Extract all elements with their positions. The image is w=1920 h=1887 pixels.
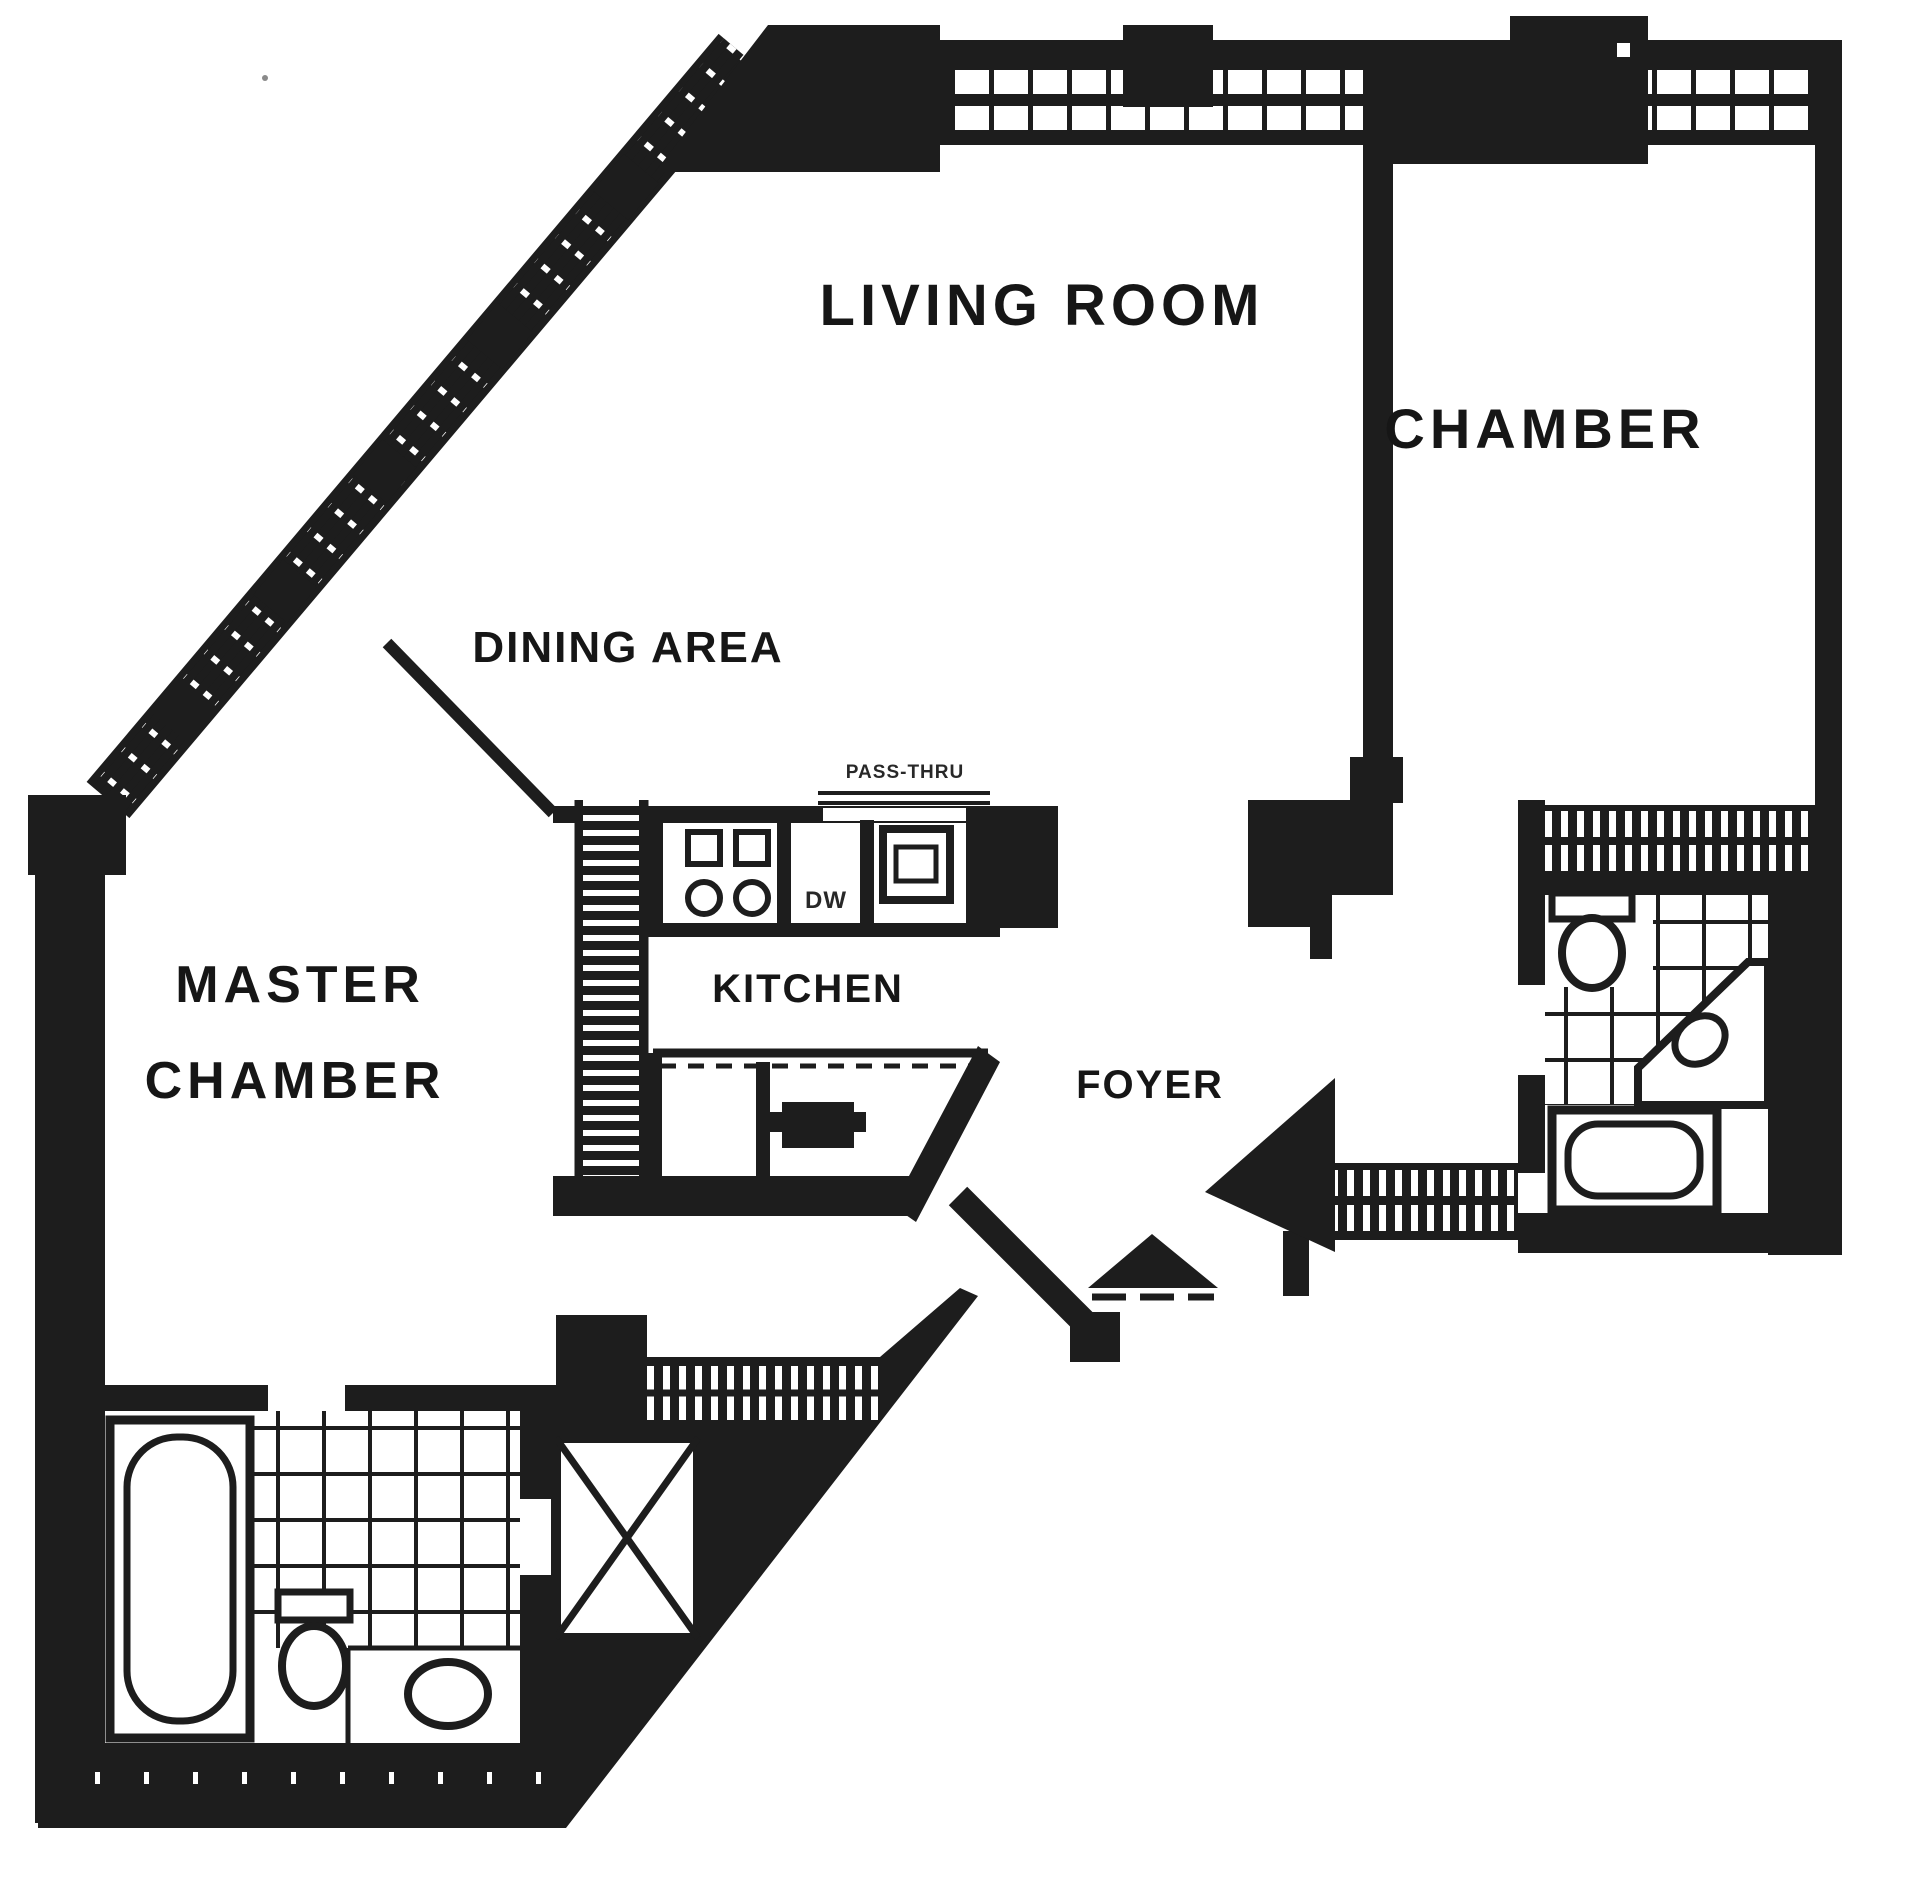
master-vanity-sink-icon (345, 1645, 520, 1743)
living-room-label: LIVING ROOM (820, 273, 1265, 338)
bathroom-2 (1518, 800, 1842, 1253)
corner-column-icon (655, 25, 940, 172)
shower-stall-x-icon (551, 1433, 703, 1643)
kitchen-foyer-wall-block (966, 806, 1058, 928)
upper-counter (648, 820, 1000, 937)
vanity-sink-icon (1634, 958, 1772, 1109)
left-exterior-wall (28, 795, 126, 1823)
kitchen-label: KITCHEN (712, 967, 904, 1011)
refrigerator-icon (770, 1102, 866, 1148)
bathtub-icon (1547, 1105, 1722, 1215)
south-wall-mass (38, 1288, 978, 1828)
pantry-shelves-icon (574, 800, 649, 1208)
master-chamber-label-line1: MASTER (175, 956, 425, 1014)
pass-through-label: PASS-THRU (846, 762, 964, 783)
toilet-icon (1548, 889, 1636, 992)
window-mullion-columns-icon (152, 153, 660, 742)
master-closet-sliding-icon (647, 1366, 880, 1420)
entry-door-swing-arrow-icon (1205, 1078, 1335, 1252)
chamber-label: CHAMBER (1384, 397, 1705, 460)
angled-cabinet-wall (893, 1046, 1000, 1222)
entry-door-leaf-icon (948, 1186, 1120, 1362)
master-bathroom (88, 1385, 556, 1743)
window-wall-diagonal-icon (86, 33, 762, 819)
foyer-label: FOYER (1076, 1063, 1224, 1107)
scan-artifact (262, 75, 268, 81)
master-bathtub-icon (105, 1415, 255, 1743)
lower-counter (553, 1046, 1000, 1222)
closet-sliding-door-icon (1545, 805, 1815, 880)
kitchen-sink-icon (879, 825, 954, 904)
dining-partition-wall (382, 638, 558, 818)
master-chamber-label-line2: CHAMBER (145, 1052, 446, 1110)
pass-through-counter-icon (818, 791, 990, 821)
structural-column-icon (1123, 25, 1213, 107)
range-burners-icon (685, 829, 771, 917)
structural-column-large-icon (1363, 16, 1648, 164)
dishwasher-label: DW (805, 887, 847, 914)
scan-artifact (1617, 43, 1630, 57)
kitchen-area (553, 791, 1058, 1222)
master-toilet-icon (274, 1588, 354, 1710)
entry-threshold-triangle-icon (1088, 1234, 1218, 1301)
foyer-chamber-wall-block (1248, 775, 1403, 959)
dining-area-label: DINING AREA (472, 623, 783, 672)
